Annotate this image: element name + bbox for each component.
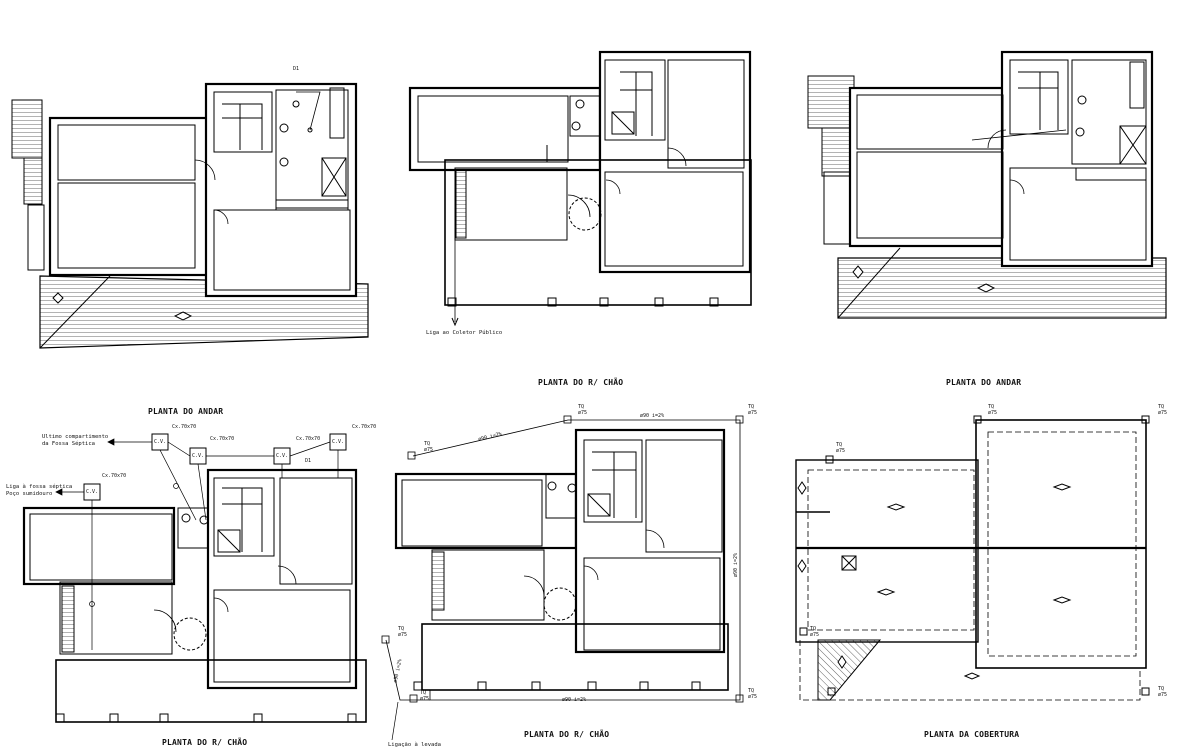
d1-label: D1	[293, 66, 300, 72]
downpipe-dia-label: ø75	[988, 410, 998, 416]
note-last-compartment: Ultimo compartimento da Fossa Séptica	[42, 434, 109, 447]
plan-ground-floor-sanitation	[22, 433, 367, 723]
chamber-size-label: Cx.70x70	[102, 473, 127, 479]
chamber-size-label: Cx.70x70	[210, 436, 235, 442]
chamber-size-label: Cx.70x70	[296, 436, 321, 442]
downpipe-label: TQ	[748, 688, 755, 694]
cv-box-label: C.V.	[154, 439, 167, 445]
plan-ground-floor-top	[408, 50, 752, 327]
title-plan-ground-floor-top: PLANTA DO R/ CHÃO	[538, 378, 624, 387]
downpipe-label: TQ	[1158, 686, 1165, 692]
title-plan-roof: PLANTA DA COBERTURA	[924, 730, 1020, 739]
plan-ground-floor-drainage	[381, 415, 744, 741]
note-valley-link: Ligação à levada	[388, 742, 441, 748]
downpipe-dia-label: ø75	[810, 632, 820, 638]
title-plan-first-floor: PLANTA DO ANDAR	[148, 407, 224, 416]
downpipe-dia-label: ø75	[1158, 692, 1168, 698]
cv-box-label: C.V.	[86, 489, 99, 495]
downpipe-dia-label: ø75	[578, 410, 588, 416]
plan-first-floor-top-right	[807, 50, 1167, 319]
cv-box-label: C.V.	[332, 439, 345, 445]
downpipe-label: TQ	[424, 441, 431, 447]
downpipe-dia-label: ø75	[1158, 410, 1168, 416]
cv-box-label: C.V.	[276, 453, 289, 459]
downpipe-dia-label: ø75	[836, 448, 846, 454]
downpipe-label: TQ	[836, 442, 843, 448]
title-plan-first-floor-right: PLANTA DO ANDAR	[946, 378, 1022, 387]
slope-label: ø90 i=2%	[640, 413, 665, 419]
cv-box-label: C.V.	[192, 453, 205, 459]
slope-label: ø90 i=2%	[733, 552, 740, 578]
downpipe-dia-label: ø75	[748, 694, 758, 700]
downpipe-label: TQ	[748, 404, 755, 410]
downpipe-label: TQ	[988, 404, 995, 410]
downpipe-dia-label: ø75	[424, 447, 434, 453]
downpipe-label: TQ	[398, 626, 405, 632]
downpipe-label: TQ	[578, 404, 585, 410]
slope-label: ø90 i=2%	[562, 697, 587, 703]
downpipe-dia-label: ø75	[748, 410, 758, 416]
plan-first-floor-top-left	[11, 82, 369, 349]
d1-label: D1	[305, 458, 312, 464]
chamber-size-label: Cx.70x70	[352, 424, 377, 430]
title-plan-ground-floor-sanitation: PLANTA DO R/ CHÃO	[162, 738, 248, 747]
downpipe-dia-label: ø75	[398, 632, 408, 638]
downpipe-label: TQ	[420, 690, 427, 696]
downpipe-label: TQ	[810, 626, 817, 632]
title-plan-ground-floor-drainage: PLANTA DO R/ CHÃO	[524, 730, 610, 739]
note-septic-link: Liga à fossa séptica Poço sumidouro	[6, 484, 73, 497]
chamber-size-label: Cx.70x70	[172, 424, 197, 430]
downpipe-label: TQ	[1158, 404, 1165, 410]
note-public-collector: Liga ao Coletor Público	[426, 330, 503, 336]
downpipe-dia-label: ø75	[420, 696, 430, 702]
plan-roof	[795, 415, 1150, 701]
